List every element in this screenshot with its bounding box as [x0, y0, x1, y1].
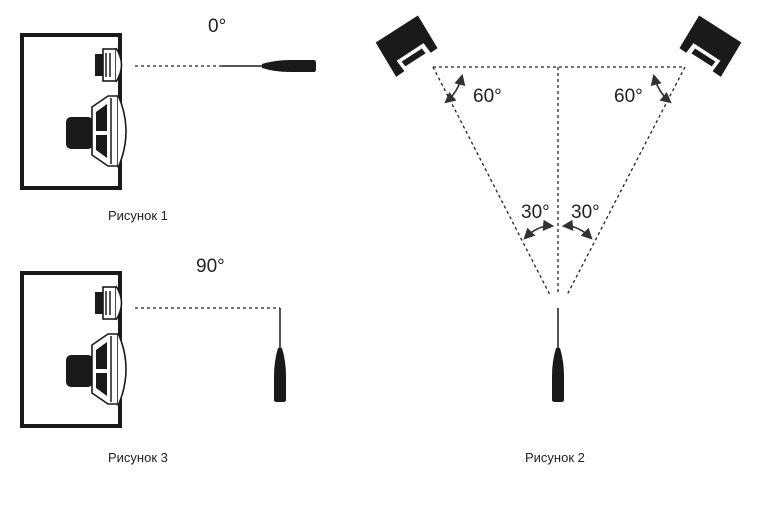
angle-label-left-inner: 30°	[521, 202, 550, 223]
angle-arrow-icon	[561, 219, 593, 240]
figure-caption: Рисунок 1	[108, 208, 168, 223]
right-side-line	[566, 66, 686, 296]
microphone-icon	[273, 307, 287, 403]
studio-monitor-icon	[373, 14, 441, 78]
studio-monitor-icon	[676, 14, 744, 78]
figure-3: 90° Рисунок 3	[20, 256, 287, 465]
angle-label-right-outer: 60°	[614, 86, 643, 107]
microphone-icon	[221, 59, 317, 73]
speaker-cabinet-icon	[20, 271, 128, 428]
angle-label-left-outer: 60°	[473, 86, 502, 107]
angle-label: 0°	[208, 16, 226, 37]
microphone-icon	[551, 307, 565, 403]
angle-label-right-inner: 30°	[571, 202, 600, 223]
angle-arrow-icon	[523, 219, 555, 240]
figure-caption: Рисунок 3	[108, 450, 168, 465]
figure-2: 60° 60° 30° 30° Рисунок 2	[373, 14, 744, 465]
angle-arrow-icon	[650, 73, 672, 104]
figure-caption: Рисунок 2	[525, 450, 585, 465]
left-side-line	[432, 66, 551, 296]
figure-1: 0° Рисунок 1	[20, 16, 317, 223]
speaker-cabinet-icon	[20, 33, 128, 190]
angle-label: 90°	[196, 256, 225, 277]
angle-arrow-icon	[444, 73, 466, 104]
